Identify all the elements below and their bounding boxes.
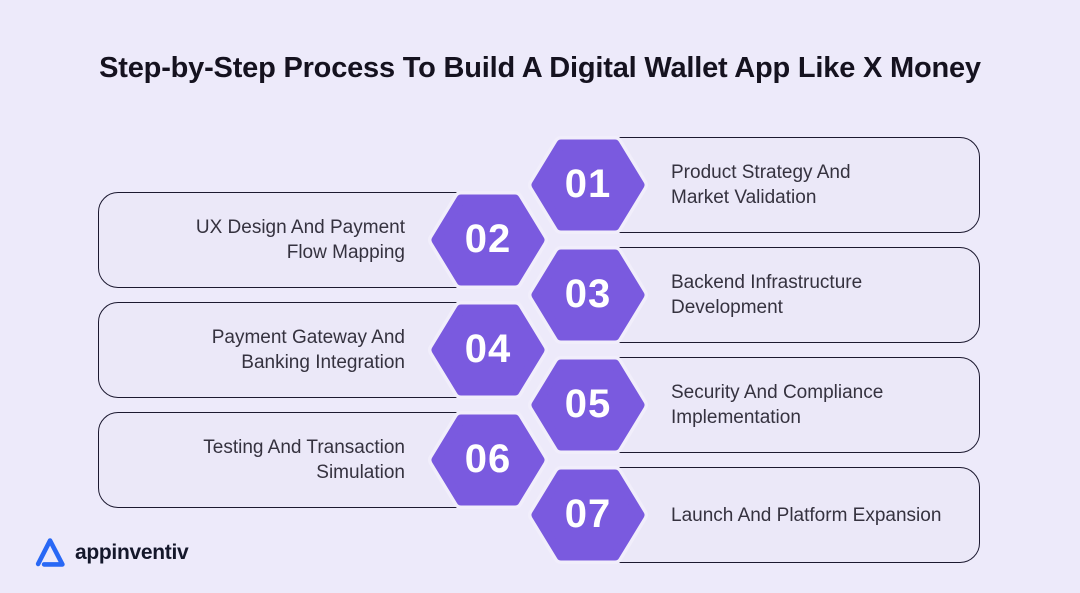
- hexagon-icon: [428, 191, 548, 289]
- logo-mark-icon: [35, 538, 65, 567]
- hexagon-icon: [428, 411, 548, 509]
- step-05-hexagon: 05: [528, 356, 648, 454]
- step-01-box: Product Strategy And Market Validation: [588, 137, 980, 233]
- step-01-label: Product Strategy And Market Validation: [671, 162, 851, 208]
- step-07-number: 07: [564, 491, 612, 536]
- step-03-box: Backend Infrastructure Development: [588, 247, 980, 343]
- step-03-label: Backend Infrastructure Development: [671, 272, 863, 318]
- hexagon-icon: [528, 466, 648, 564]
- step-04-number: 04: [464, 326, 512, 371]
- step-05-box: Security And Compliance Implementation: [588, 357, 980, 453]
- hexagon-icon: [528, 356, 648, 454]
- step-02-number: 02: [464, 216, 512, 261]
- step-05-number: 05: [564, 381, 612, 426]
- step-01-number: 01: [564, 161, 612, 206]
- hexagon-icon: [428, 301, 548, 399]
- logo-wordmark: appinventiv: [75, 540, 189, 564]
- step-03-hexagon: 03: [528, 246, 648, 344]
- step-07-hexagon: 07: [528, 466, 648, 564]
- hexagon-icon: [528, 136, 648, 234]
- step-04-hexagon: 04: [428, 301, 548, 399]
- step-07-label: Launch And Platform Expansion: [671, 504, 942, 526]
- step-01-hexagon: 01: [528, 136, 648, 234]
- step-03-number: 03: [564, 271, 612, 316]
- step-06-number: 06: [464, 436, 512, 481]
- hexagon-icon: [528, 246, 648, 344]
- step-04-box: Payment Gateway And Banking Integration: [98, 302, 488, 398]
- step-06-box: Testing And Transaction Simulation: [98, 412, 488, 508]
- appinventiv-logo: appinventiv: [34, 536, 189, 569]
- step-05-label: Security And Compliance Implementation: [671, 382, 884, 428]
- step-06-label: Testing And Transaction Simulation: [203, 437, 405, 483]
- step-02-hexagon: 02: [428, 191, 548, 289]
- step-06-hexagon: 06: [428, 411, 548, 509]
- step-04-label: Payment Gateway And Banking Integration: [211, 327, 405, 373]
- step-07-box: Launch And Platform Expansion: [588, 467, 980, 563]
- step-02-box: UX Design And Payment Flow Mapping: [98, 192, 488, 288]
- step-02-label: UX Design And Payment Flow Mapping: [195, 217, 405, 263]
- page-title: Step-by-Step Process To Build A Digital …: [99, 52, 981, 84]
